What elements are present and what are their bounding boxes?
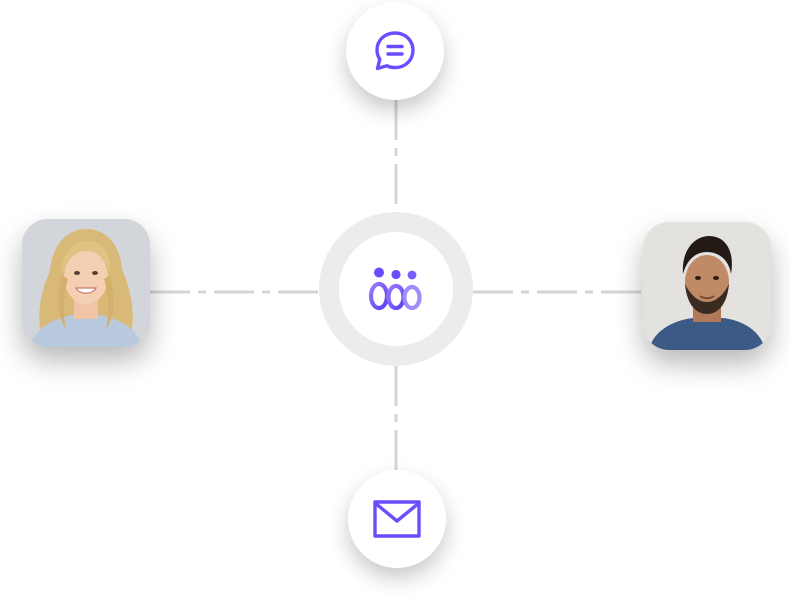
team-hub[interactable] [319,212,473,366]
mail-node[interactable] [348,470,446,568]
chat-bubble-icon [375,31,415,71]
contact-avatar-man[interactable] [643,222,771,350]
chat-node[interactable] [346,2,444,100]
woman-avatar-image [22,219,150,347]
team-hub-inner [339,232,453,346]
contact-avatar-woman[interactable] [22,219,150,347]
team-logo-icon [368,267,422,311]
man-avatar-image [643,222,771,350]
mail-icon [373,500,421,538]
